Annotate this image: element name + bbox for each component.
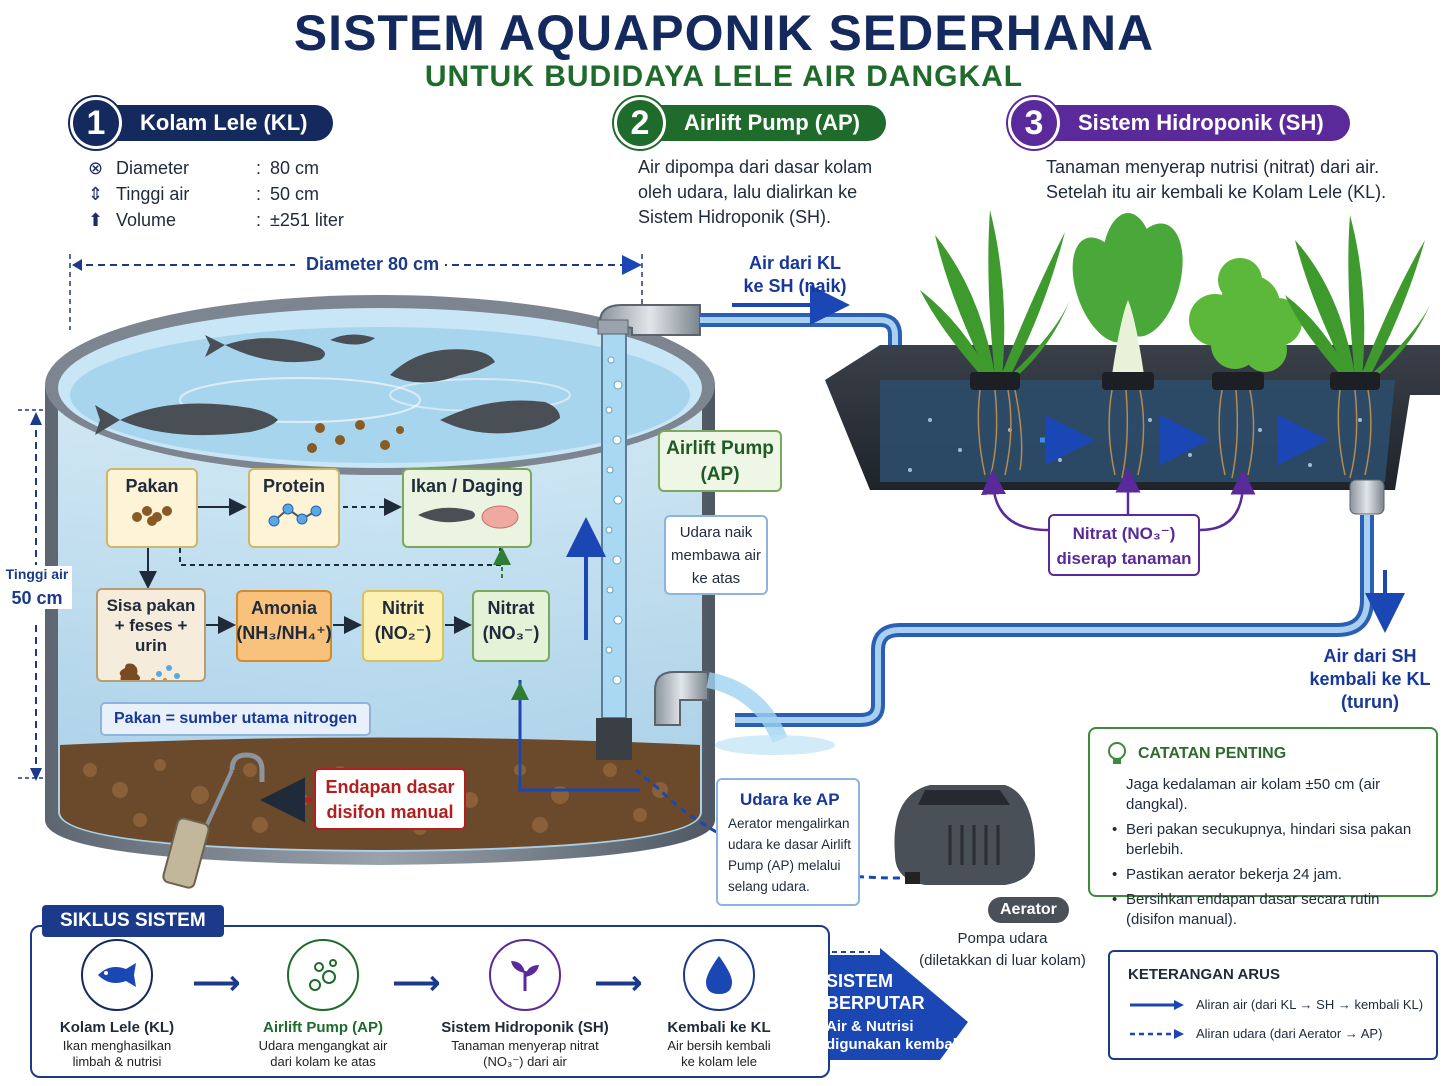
box-sisa-pakan: Sisa pakan+ feses + urin	[96, 588, 206, 682]
water-drop-icon	[706, 956, 732, 994]
spec-tinggi-air: ⇕ Tinggi air: 50 cm	[88, 183, 320, 204]
box-nitrit: Nitrit(NO₂⁻)	[362, 590, 444, 662]
nitrat-diserap-box: Nitrat (NO₃⁻)diserap tanaman	[1048, 514, 1200, 576]
nitrat-arrows	[981, 467, 1256, 532]
height-icon: ⇕	[88, 183, 104, 204]
airlift-pipe	[566, 304, 701, 760]
aerator-tag: Aerator	[988, 897, 1069, 923]
fish-meat-icon	[418, 505, 519, 529]
plant-2	[1072, 213, 1183, 479]
box-protein: Protein	[248, 468, 340, 548]
box-ikan-daging: Ikan / Daging	[402, 468, 532, 548]
spec-diameter: ⊗ Diameter: 80 cm	[88, 157, 320, 178]
section-header-kolam: 1 Kolam Lele (KL)	[70, 97, 334, 149]
air-hose	[635, 768, 901, 880]
section-label-kolam: Kolam Lele (KL)	[110, 105, 334, 141]
fish-icon	[98, 963, 136, 987]
nitrogen-flow-arrows	[139, 498, 529, 700]
cycle-arrow-3: ⟶	[594, 964, 643, 1002]
section-number-3: 3	[1008, 97, 1060, 149]
hidroponik-description: Tanaman menyerap nutrisi (nitrat) dari a…	[1046, 157, 1387, 202]
plant-3	[1189, 258, 1302, 479]
siklus-title: SIKLUS SISTEM	[42, 905, 224, 937]
keterangan-arus-legend: KETERANGAN ARUS Aliran air (dari KL → SH…	[1108, 950, 1438, 1060]
airlift-label-box: Airlift Pump(AP)	[658, 430, 782, 492]
volume-icon: ⬆	[88, 209, 104, 230]
box-pakan: Pakan	[106, 468, 198, 548]
legend-aliran-udara: Aliran udara (dari Aerator → AP)	[1128, 1026, 1436, 1041]
pipe-sh-to-kl	[654, 479, 1405, 755]
sprout-icon	[511, 961, 539, 991]
cycle-arrow-1: ⟶	[192, 964, 241, 1002]
kolam-specs: ⊗ Diameter: 80 cm ⇕ Tinggi air: 50 cm ⬆ …	[88, 155, 344, 233]
height-dimension	[18, 409, 60, 781]
plant-1	[920, 210, 1070, 479]
box-amonia: Amonia(NH₃/NH₄⁺)	[236, 590, 332, 662]
height-label: Tinggi air 50 cm	[2, 566, 72, 609]
pakan-note: Pakan = sumber utama nitrogen	[100, 702, 372, 736]
feed-pellets-icon	[132, 506, 172, 526]
catatan-penting-box: CATATAN PENTING Jaga kedalaman air kolam…	[1088, 727, 1438, 928]
aerator-device	[894, 785, 1035, 885]
lightbulb-icon	[1108, 742, 1126, 764]
catfish-group	[95, 334, 560, 436]
page-title: SISTEM AQUAPONIK SEDERHANA	[293, 5, 1155, 61]
section-number-1: 1	[70, 97, 122, 149]
aerator-description: Pompa udara(diletakkan di luar kolam)	[919, 930, 1086, 969]
siphon-tube	[162, 752, 265, 889]
section-header-airlift: 2 Airlift Pump (AP)	[614, 97, 886, 149]
section-label-hidroponik: Sistem Hidroponik (SH)	[1048, 105, 1350, 141]
legend-aliran-air: Aliran air (dari KL → SH → kembali KL)	[1128, 997, 1436, 1012]
section-header-hidroponik: 3 Sistem Hidroponik (SH)	[1008, 97, 1350, 149]
box-nitrat: Nitrat(NO₃⁻)	[472, 590, 550, 662]
page-subtitle: UNTUK BUDIDAYA LELE AIR DANGKAL	[424, 60, 1024, 93]
section-label-airlift: Airlift Pump (AP)	[654, 105, 886, 141]
plant-4	[1285, 215, 1430, 479]
waste-icon	[119, 663, 180, 680]
cycle-arrow-2: ⟶	[392, 964, 441, 1002]
section-number-2: 2	[614, 97, 666, 149]
bubbles-icon	[309, 959, 337, 991]
diameter-icon: ⊗	[88, 157, 104, 178]
spec-volume: ⬆ Volume: ±251 liter	[88, 209, 344, 230]
cycle-hidroponik: Sistem Hidroponik (SH) Tanaman menyerap …	[440, 939, 610, 1070]
diameter-label: Diameter 80 cm	[300, 254, 446, 275]
molecule-icon	[268, 503, 322, 527]
siklus-badge-shape	[815, 948, 968, 1060]
